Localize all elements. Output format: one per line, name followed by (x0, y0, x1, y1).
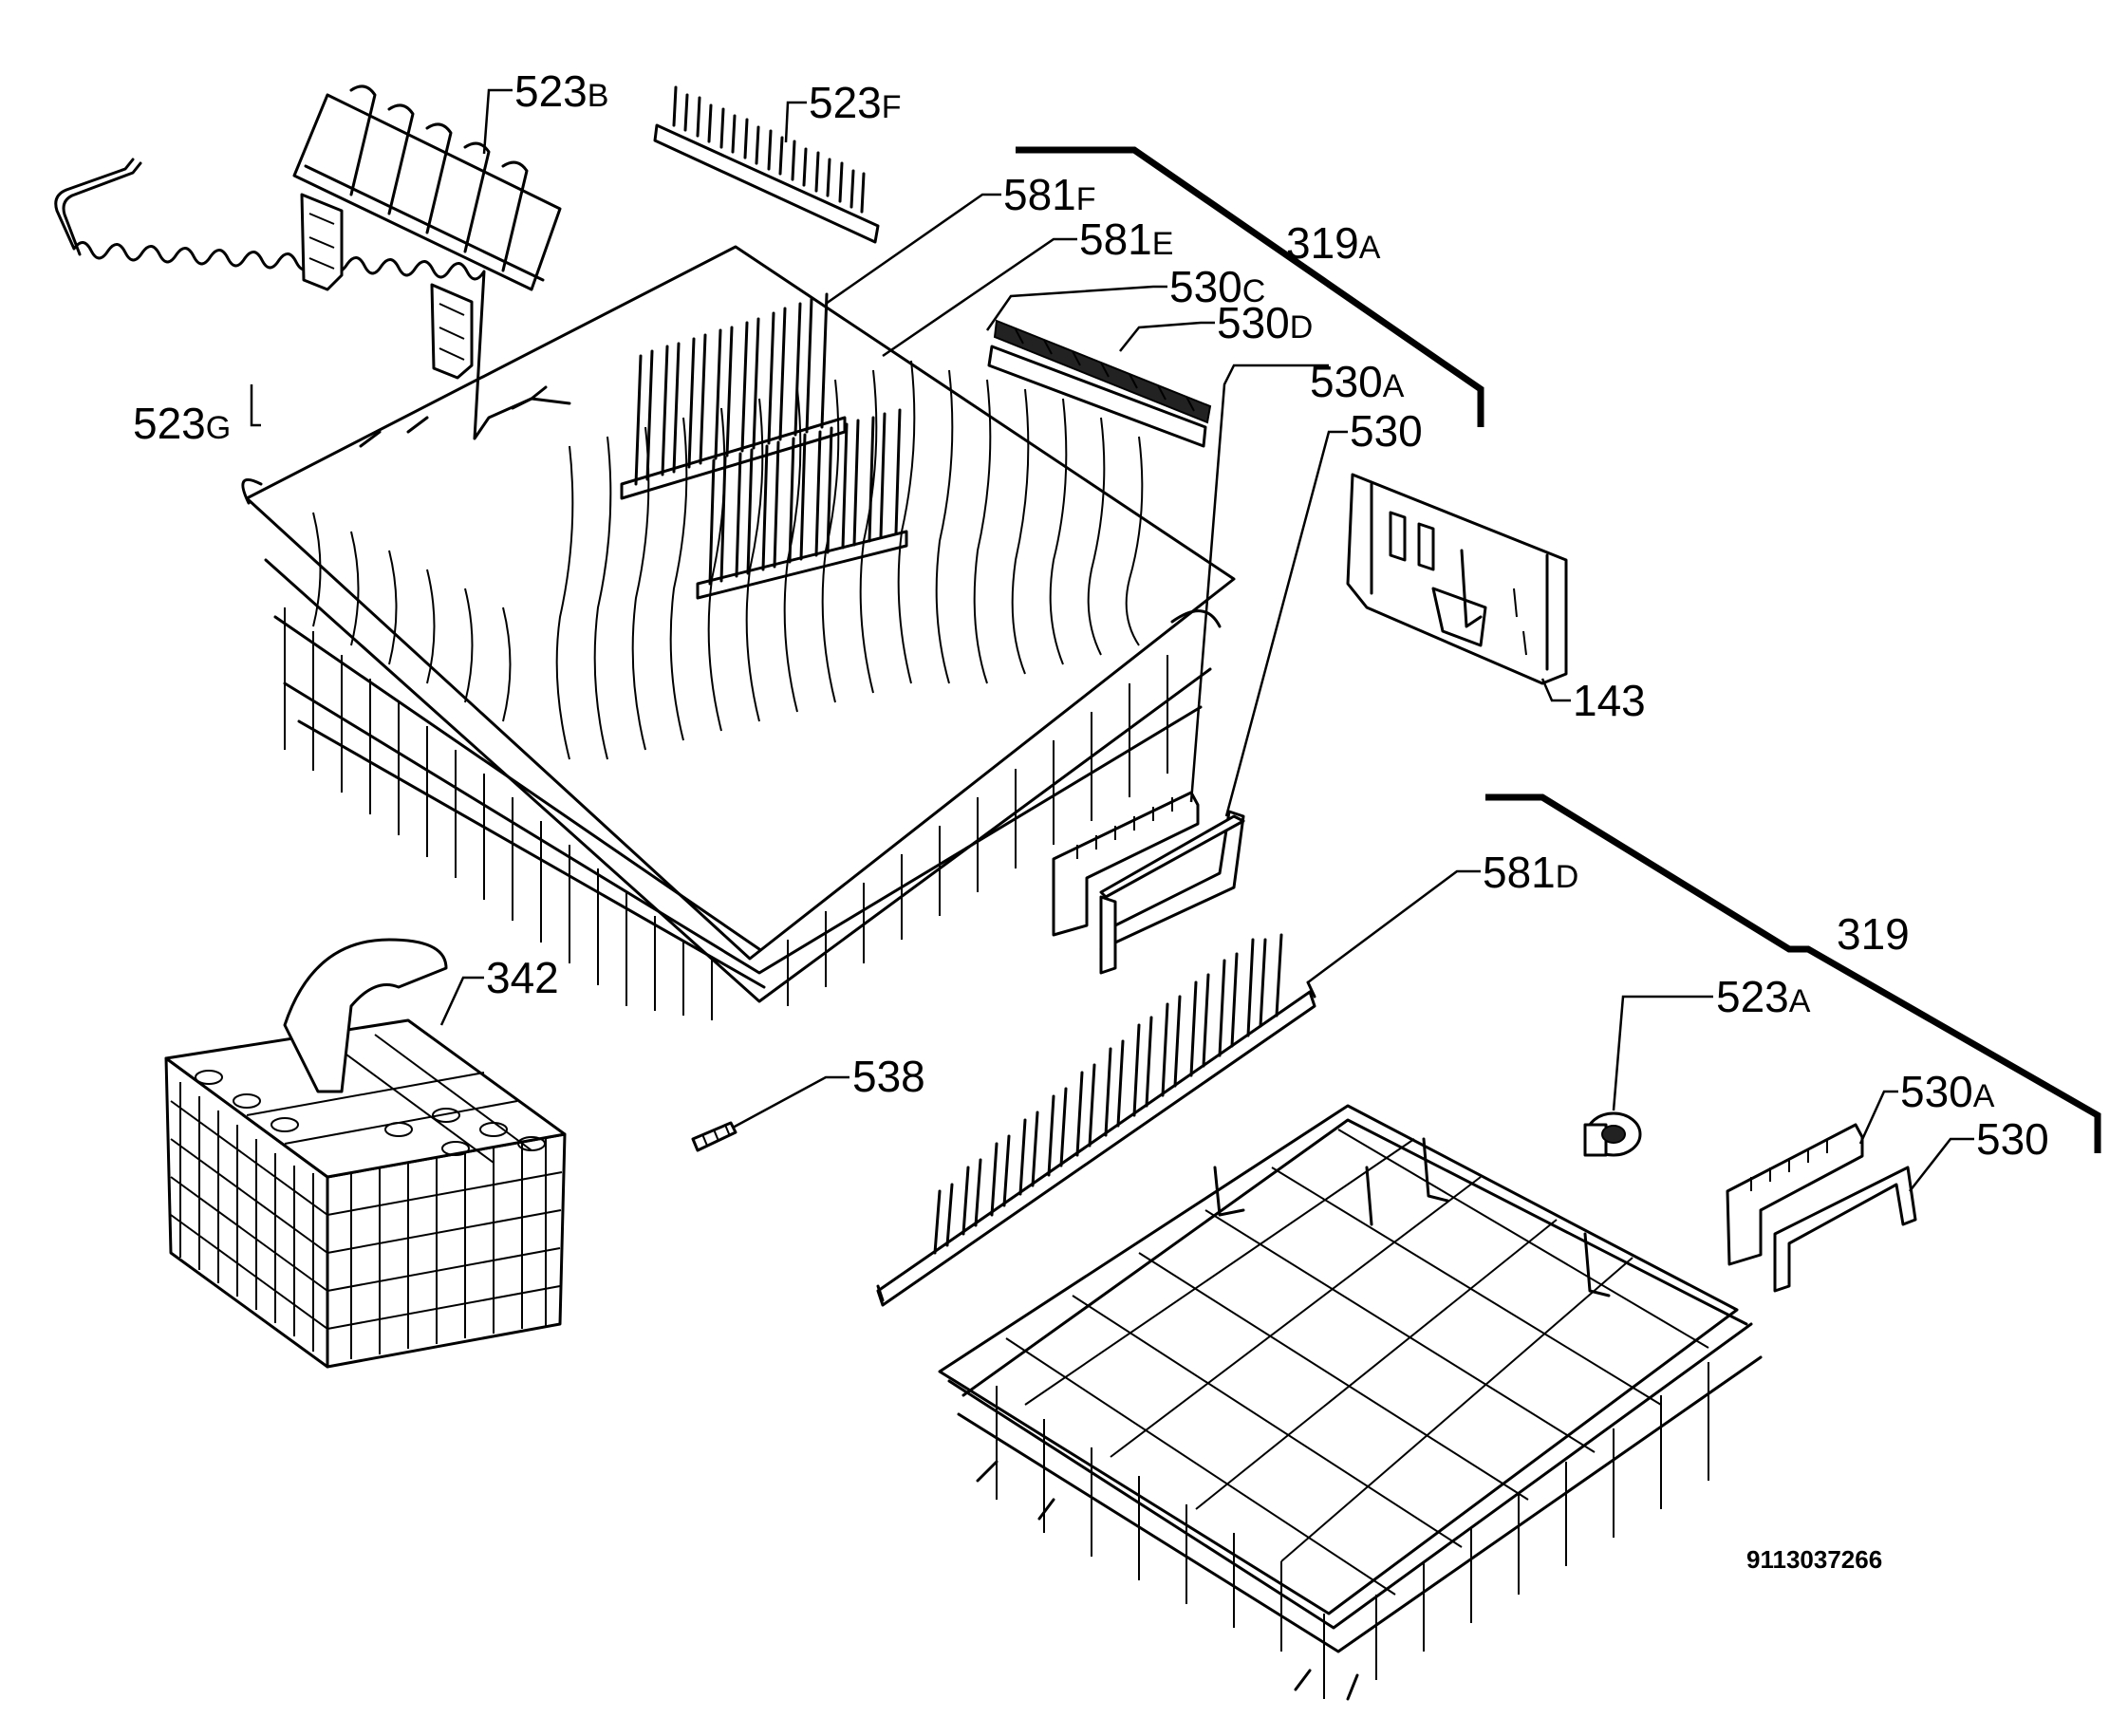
drawing-code: 9113037266 (1746, 1545, 1882, 1574)
part-530c-530d-wheel-rail (987, 319, 1212, 448)
callout-530c: 530C (1169, 262, 1265, 311)
part-581e-tine-row (696, 408, 908, 600)
part-523g-wave-wire (54, 158, 548, 440)
part-143-rail-bracket (1346, 473, 1568, 685)
callout-523a: 523A (1716, 972, 1811, 1021)
callout-319a: 319A (1286, 218, 1381, 268)
callout-530-upper: 530 (1350, 406, 1423, 456)
group-bracket-319a (1016, 146, 1484, 427)
callout-530d: 530D (1217, 298, 1313, 347)
callout-581f: 581F (1003, 170, 1096, 219)
callout-523b: 523B (514, 66, 608, 116)
part-342-cutlery-basket (164, 938, 567, 1369)
callout-523g: 523G (133, 399, 231, 448)
part-530-lower-slide (1773, 1166, 1917, 1293)
part-523a-wheel (1583, 1111, 1642, 1157)
callout-530-lower: 530 (1976, 1114, 2049, 1164)
part-523b-folding-rack (292, 84, 562, 380)
callout-581d: 581D (1483, 848, 1578, 897)
group-bracket-319 (1485, 793, 2101, 1153)
callout-530a-lower: 530A (1900, 1067, 1995, 1116)
lower-basket (938, 1104, 1763, 1701)
callout-530a-upper: 530A (1310, 357, 1405, 406)
callout-143: 143 (1573, 676, 1646, 725)
callout-319: 319 (1837, 909, 1910, 959)
part-530a-lower-slide (1726, 1123, 1864, 1266)
callout-581e: 581E (1079, 215, 1173, 264)
part-523f-tine-strip (653, 85, 880, 244)
part-581f-tine-row (620, 292, 847, 500)
part-538-pin (691, 1121, 737, 1152)
leader-lines (250, 88, 1974, 1192)
callout-523f: 523F (809, 78, 902, 127)
callout-538: 538 (852, 1052, 925, 1101)
part-530-upper-slide (1099, 810, 1245, 975)
callout-342: 342 (486, 953, 559, 1002)
part-581d-tine-row (876, 933, 1316, 1307)
